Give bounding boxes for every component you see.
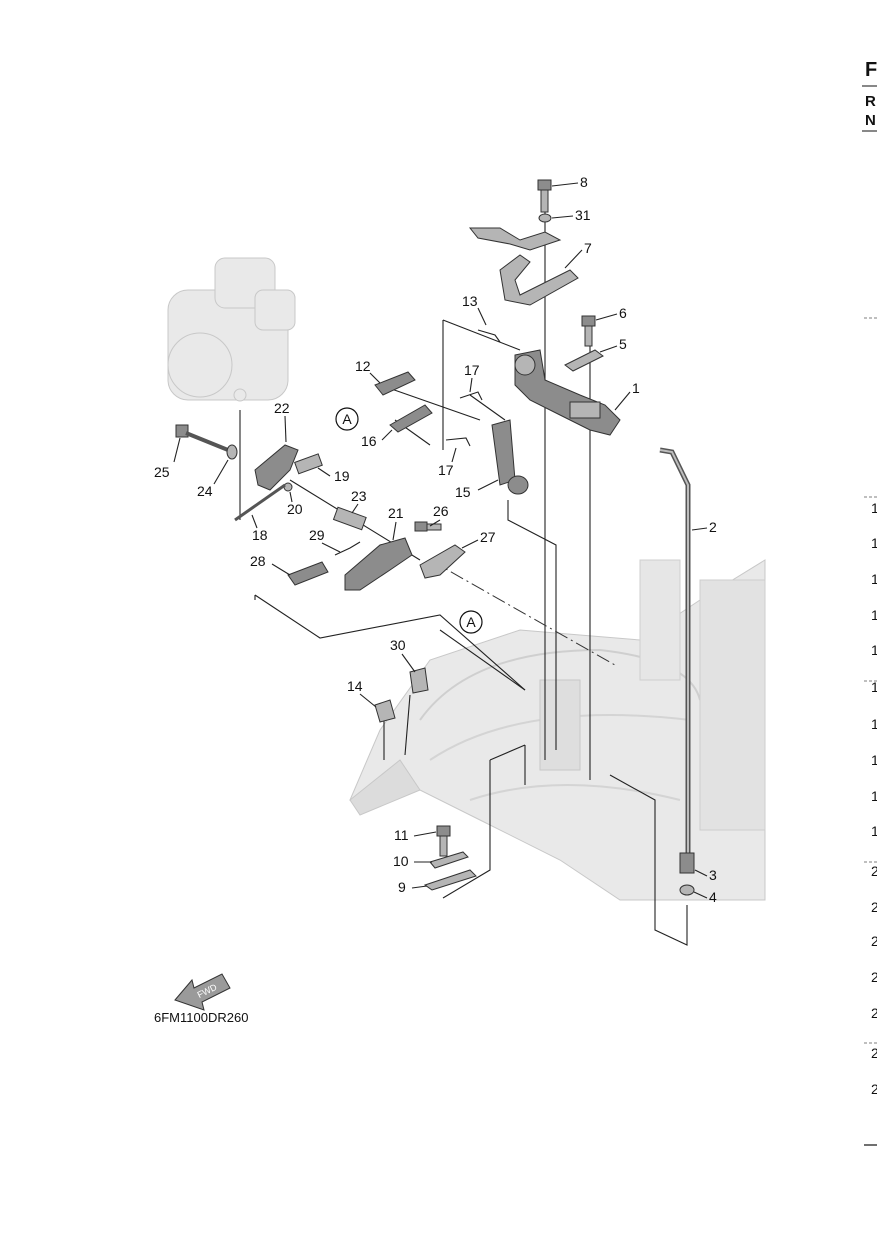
side-index-number: 1	[871, 571, 877, 587]
link-12	[374, 371, 416, 396]
plate-10	[429, 851, 469, 869]
side-index-number: 2	[871, 1005, 877, 1021]
fwd-arrow-icon: FWD	[174, 973, 231, 1011]
callout-31: 31	[575, 207, 591, 223]
side-index-number: 1	[871, 788, 877, 804]
plate-5	[564, 349, 604, 372]
callout-17a: 17	[464, 362, 480, 378]
sleeve-23	[332, 506, 367, 531]
callout-4: 4	[709, 889, 717, 905]
callout-29: 29	[309, 527, 325, 543]
reference-marker-a-lower: A	[459, 610, 483, 634]
throttle-arm-assembly-1	[514, 349, 621, 436]
carburetor-ghost	[167, 257, 296, 402]
callout-8: 8	[580, 174, 588, 190]
lower-casing-ghost	[349, 559, 766, 901]
callout-leaders	[173, 182, 708, 899]
side-index-number: 2	[871, 969, 877, 985]
bracket-7	[499, 254, 579, 306]
bracket-27	[419, 544, 466, 579]
callout-9: 9	[398, 879, 406, 895]
callout-11: 11	[394, 827, 409, 843]
link-16	[389, 404, 433, 433]
callout-23: 23	[351, 488, 367, 504]
throttle-link-rod	[659, 447, 691, 855]
callout-21: 21	[388, 505, 404, 521]
callout-5: 5	[619, 336, 627, 352]
side-index-number: 2	[871, 1045, 877, 1061]
bolt-26	[414, 521, 442, 532]
clip-17a	[459, 391, 483, 401]
lever-21	[344, 537, 413, 591]
ring-20	[283, 482, 293, 492]
callout-28: 28	[250, 553, 266, 569]
callout-27: 27	[480, 529, 496, 545]
plate-9	[423, 869, 477, 891]
callout-30: 30	[390, 637, 406, 653]
callout-18: 18	[252, 527, 268, 543]
side-index-number: 1	[871, 607, 877, 623]
svg-text:A: A	[466, 614, 476, 630]
callout-10: 10	[393, 853, 409, 869]
callout-12: 12	[355, 358, 371, 374]
bolt-25	[175, 424, 229, 452]
lever-15	[491, 419, 529, 495]
callout-26: 26	[433, 503, 449, 519]
side-index-number: 1	[871, 823, 877, 839]
clip-17b	[445, 437, 471, 447]
bushing-3	[679, 852, 695, 874]
callout-labels: 8 31 7 6 5 1 2 3 4 13 12 17 16 17 15 22 …	[154, 174, 717, 905]
bolt-11	[436, 825, 451, 857]
side-index-number: 2	[871, 863, 877, 879]
diagram-code: 6FM1100DR260	[154, 1010, 248, 1025]
bolt-8	[537, 179, 552, 213]
side-index-number: 1	[871, 642, 877, 658]
arm-22	[254, 444, 299, 491]
callout-2: 2	[709, 519, 717, 535]
side-index-number: 2	[871, 899, 877, 915]
reference-marker-a-upper: A	[335, 407, 359, 431]
link-rod-18	[234, 483, 286, 522]
callout-17b: 17	[438, 462, 454, 478]
callout-22: 22	[274, 400, 290, 416]
spring-19	[294, 453, 323, 475]
callout-14: 14	[347, 678, 363, 694]
clip-13	[477, 329, 501, 343]
header-letter: F	[865, 59, 877, 81]
callout-20: 20	[287, 501, 303, 517]
header-row-2: N	[865, 112, 876, 129]
bracket-plate	[468, 227, 562, 251]
washer-31	[538, 213, 552, 223]
svg-text:A: A	[342, 411, 352, 427]
callout-1: 1	[632, 380, 640, 396]
callout-24: 24	[197, 483, 213, 499]
callout-13: 13	[462, 293, 478, 309]
side-index-number: 1	[871, 535, 877, 551]
side-index-number: 1	[871, 679, 877, 695]
callout-25: 25	[154, 464, 170, 480]
callout-7: 7	[584, 240, 592, 256]
side-index-number: 1	[871, 500, 877, 516]
side-index-number: 2	[871, 1081, 877, 1097]
washer-4	[679, 884, 695, 896]
callout-15: 15	[455, 484, 471, 500]
clip-30	[409, 667, 429, 694]
right-edge-table: F R N 1 1 1 1 1 1 1 1 1 1 2 2 2 2 2 2 2	[862, 59, 877, 1146]
bolt-6	[581, 315, 596, 347]
callout-3: 3	[709, 867, 717, 883]
spring-29	[334, 541, 361, 556]
washer-24	[226, 444, 238, 460]
header-row-1: R	[865, 93, 876, 110]
side-index-number: 1	[871, 752, 877, 768]
side-index-number: 2	[871, 933, 877, 949]
side-index-number: 1	[871, 716, 877, 732]
link-28	[287, 561, 329, 586]
callout-16: 16	[361, 433, 377, 449]
callout-6: 6	[619, 305, 627, 321]
callout-19: 19	[334, 468, 350, 484]
clip-14	[374, 699, 396, 723]
